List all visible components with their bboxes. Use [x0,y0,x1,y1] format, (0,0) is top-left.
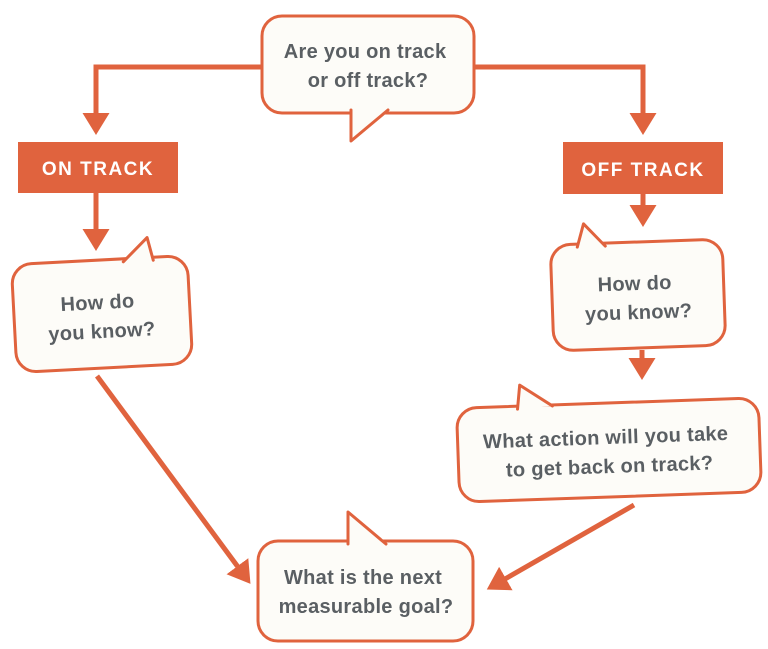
how-know-right-bubble-shape [549,238,727,352]
goal-bubble-text: What is the next measurable goal? [279,567,454,618]
on-track-box: ON TRACK [18,142,178,193]
goal-bubble: What is the next measurable goal? [256,510,475,643]
action-bubble-tail-icon [516,383,554,411]
connector-question-to-off-track [474,64,657,135]
question-bubble-text: Are you on track or off track? [284,41,452,92]
how-know-right-bubble: How do you know? [549,222,727,352]
off-track-box-shape [563,142,723,194]
connector-how-know-left-to-goal [94,374,251,584]
off-track-box: OFF TRACK [563,142,723,194]
on-track-box-label: ON TRACK [42,159,154,180]
question-bubble-shape [260,14,476,115]
question-bubble-tail-icon [349,108,390,143]
goal-bubble-shape [256,539,475,643]
how-know-left-bubble-shape [10,254,194,374]
how-know-left-bubble: How do you know? [10,236,194,374]
connector-question-to-on-track [82,64,262,135]
goal-bubble-tail-icon [346,510,388,546]
connector-action-to-goal [486,502,636,591]
how-know-right-bubble-tail-icon [575,222,607,249]
action-bubble: What action will you take to get back on… [455,383,763,504]
question-bubble: Are you on track or off track? [260,14,476,143]
how-know-right-bubble-text: How do you know? [584,271,693,326]
on-track-box-shape [18,142,178,193]
off-track-box-label: OFF TRACK [581,160,704,181]
action-bubble-shape [455,396,763,504]
how-know-left-bubble-tail-icon [121,236,155,264]
